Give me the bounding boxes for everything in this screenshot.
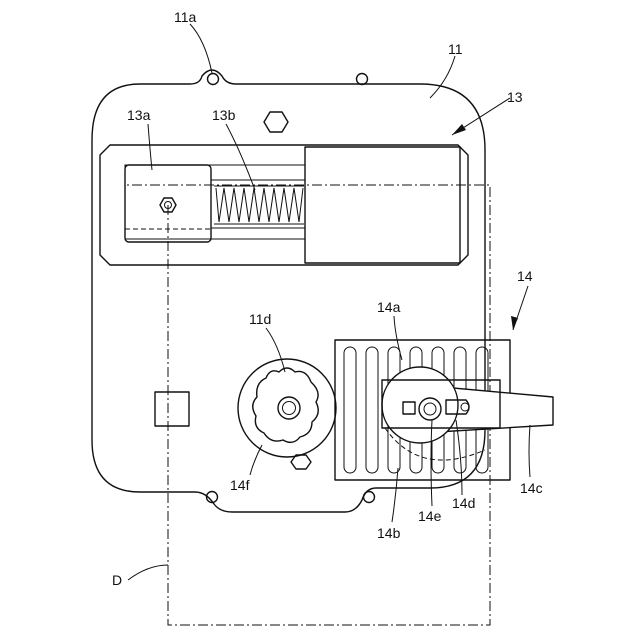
- mount-hole-bottom-right: [364, 492, 375, 503]
- label-d: D: [112, 572, 122, 588]
- mount-hole-top-right: [357, 74, 368, 85]
- knob-center-outer: [278, 397, 300, 419]
- hex-nut-bottom: [291, 455, 311, 469]
- label-13b: 13b: [212, 107, 236, 123]
- square-block: [155, 392, 189, 426]
- label-11d: 11d: [249, 311, 271, 327]
- label-14b: 14b: [377, 525, 401, 541]
- housing-block: [305, 147, 460, 263]
- knob-center-inner: [283, 402, 296, 415]
- label-14a: 14a: [377, 299, 401, 315]
- label-14d: 14d: [452, 495, 475, 511]
- mount-hole-top-left: [208, 74, 219, 85]
- label-14c: 14c: [520, 480, 543, 496]
- label-14: 14: [517, 268, 533, 284]
- hex-nut-top: [264, 112, 288, 132]
- label-13: 13: [507, 89, 523, 105]
- label-14e: 14e: [418, 508, 442, 524]
- base-plate: [92, 70, 485, 512]
- knob-lobed: [253, 368, 319, 442]
- label-13a: 13a: [127, 107, 151, 123]
- label-14f: 14f: [230, 477, 250, 493]
- spring: [216, 188, 303, 222]
- label-11: 11: [448, 41, 463, 57]
- label-11a: 11a: [174, 9, 197, 25]
- housing: [100, 145, 468, 265]
